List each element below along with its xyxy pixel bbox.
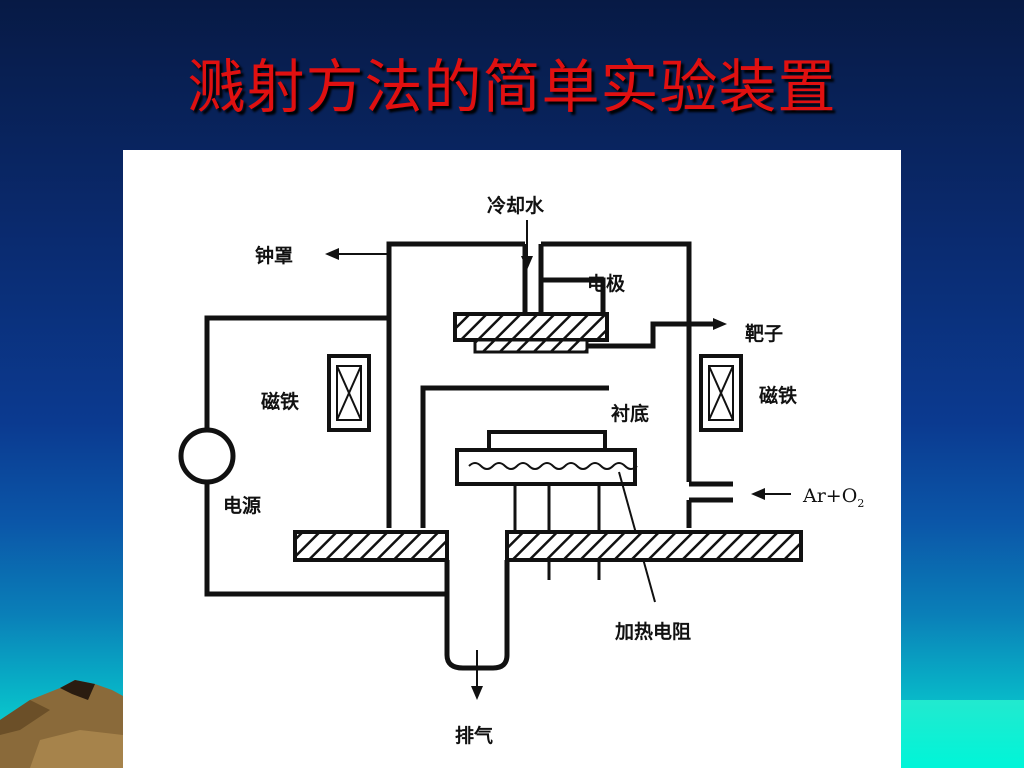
base-plate-left bbox=[293, 530, 449, 562]
heater-coil bbox=[468, 462, 638, 470]
substrate bbox=[487, 430, 607, 452]
mountain-decoration bbox=[0, 680, 123, 768]
power-supply-symbol bbox=[178, 427, 236, 485]
cyan-band-decoration bbox=[900, 700, 1024, 768]
label-bell-jar: 钟罩 bbox=[255, 244, 293, 267]
target-lead bbox=[587, 321, 713, 349]
cooling-water-arrowhead bbox=[521, 256, 533, 270]
base-plate-right bbox=[505, 530, 803, 562]
magnet-left bbox=[327, 354, 371, 432]
bell-jar-wall-right bbox=[541, 241, 692, 482]
bell-jar-arrowhead bbox=[325, 248, 339, 260]
exhaust-arrowhead bbox=[471, 686, 483, 700]
label-gas-inlet-subscript: 2 bbox=[857, 497, 864, 510]
target-plate bbox=[473, 338, 589, 354]
gas-inlet-pipe bbox=[689, 481, 733, 503]
sputtering-apparatus-diagram: 冷却水 钟罩 电极 靶子 磁铁 磁铁 衬底 电源 Ar+O2 加热电阻 排气 bbox=[178, 194, 864, 747]
magnet-right bbox=[699, 354, 743, 432]
label-electrode: 电极 bbox=[587, 272, 626, 295]
label-heater: 加热电阻 bbox=[614, 620, 691, 643]
power-supply-wire bbox=[204, 315, 389, 432]
label-magnet-right: 磁铁 bbox=[759, 384, 797, 407]
slide-title: 溅射方法的简单实验装置 bbox=[187, 53, 837, 121]
target-arrow bbox=[713, 318, 727, 330]
power-supply-wire-lower bbox=[204, 482, 447, 597]
label-substrate: 衬底 bbox=[611, 402, 649, 425]
label-magnet-left: 磁铁 bbox=[261, 390, 299, 413]
label-target: 靶子 bbox=[745, 322, 783, 345]
electrode-plate bbox=[453, 312, 609, 342]
label-gas-inlet: Ar+O2 bbox=[802, 485, 864, 510]
label-exhaust: 排气 bbox=[455, 724, 493, 747]
label-power-supply: 电源 bbox=[223, 494, 261, 517]
substrate-holder bbox=[420, 385, 609, 528]
gas-inlet-arrowhead bbox=[751, 488, 765, 500]
diagram-panel: 冷却水 钟罩 电极 靶子 磁铁 磁铁 衬底 电源 Ar+O2 加热电阻 排气 bbox=[123, 150, 901, 768]
bell-jar-wall bbox=[386, 241, 525, 528]
label-cooling-water: 冷却水 bbox=[487, 194, 545, 217]
